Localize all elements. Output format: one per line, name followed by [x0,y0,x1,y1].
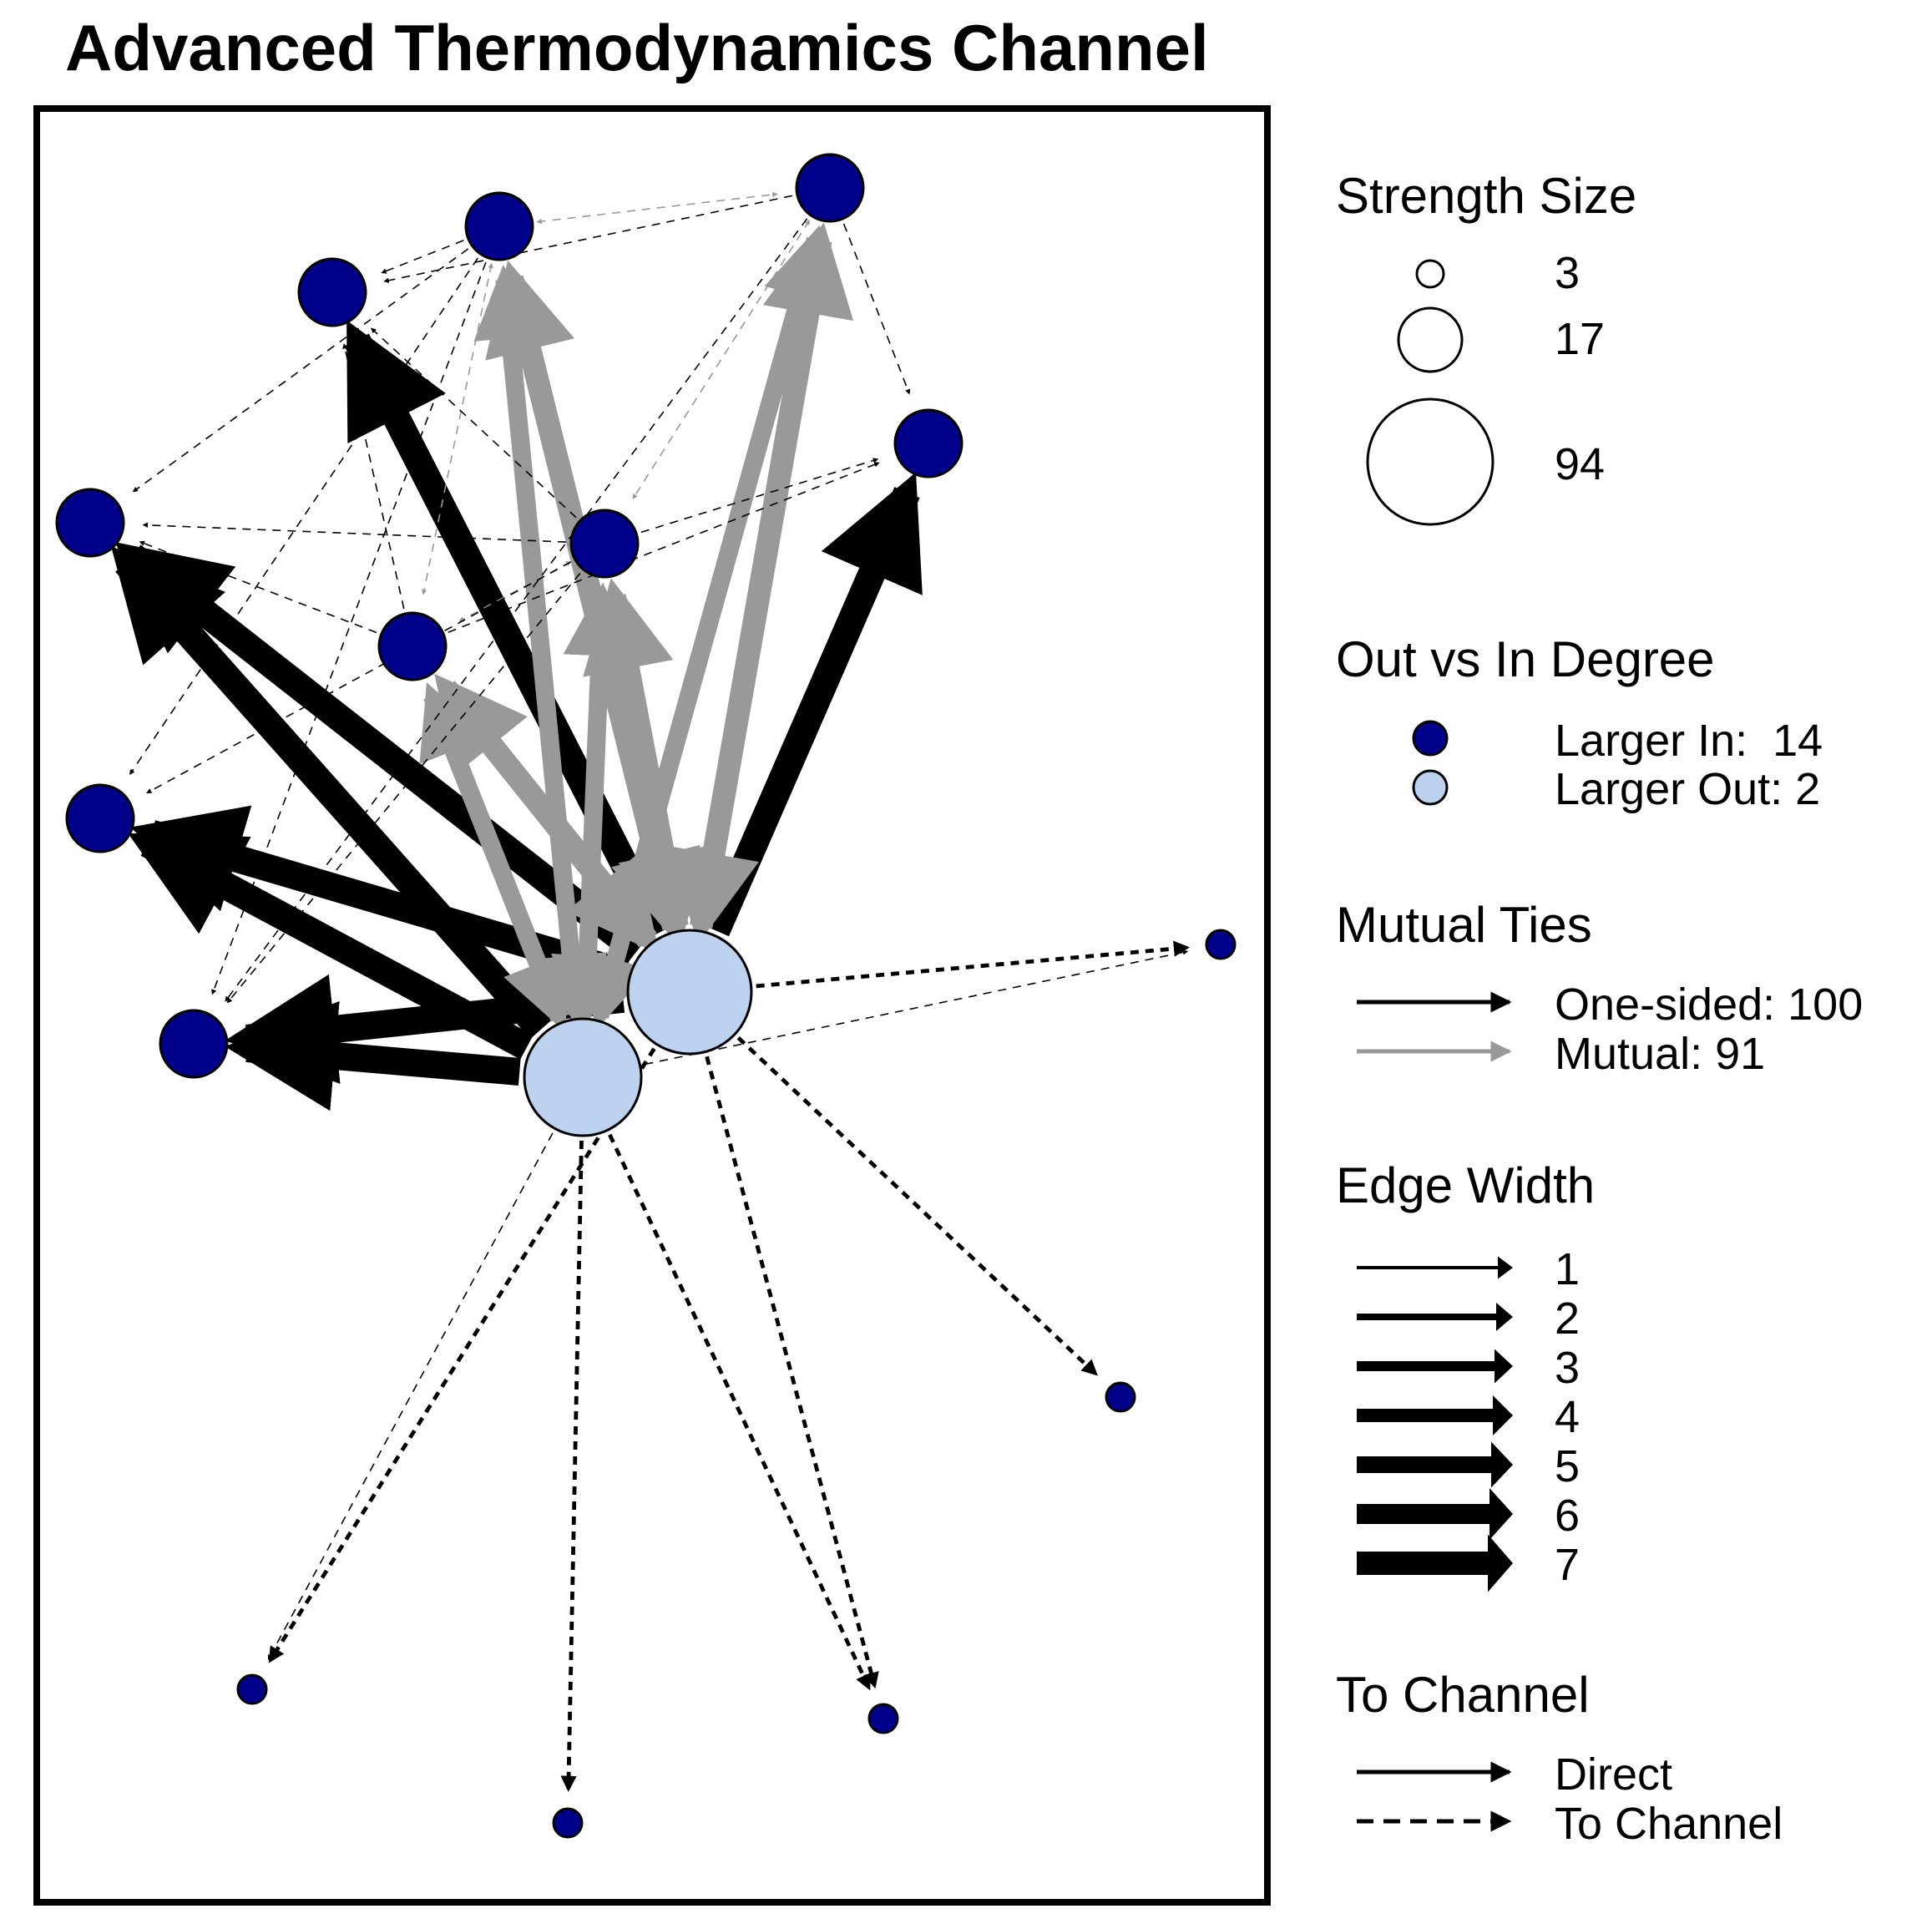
node-A[interactable] [626,929,753,1056]
edge-C-G [536,191,778,225]
node-J[interactable] [65,783,135,853]
edge-A-N [268,1047,656,1663]
edge-E-I [142,522,567,543]
legend-one-sided-label: One-sided: 100 [1555,980,1863,1030]
edge-A-L [756,940,1191,989]
node-M[interactable] [1105,1381,1136,1413]
edge-F-D [342,343,405,610]
legend-size-label-large: 94 [1555,439,1605,489]
node-N[interactable] [236,1673,268,1705]
legend: Strength Size 3 17 94 Out vs In Degree L… [1336,168,1863,1849]
legend-channel-heading: To Channel [1336,1667,1590,1723]
node-O[interactable] [867,1703,899,1734]
node-I[interactable] [55,488,125,558]
legend-edge-width-arrowhead-3 [1495,1349,1513,1384]
legend-edge-width-heading: Edge Width [1336,1157,1595,1213]
node-L[interactable] [1205,929,1237,960]
node-G[interactable] [795,153,865,223]
legend-to-channel-label: To Channel [1555,1799,1783,1849]
legend-mutual-heading: Mutual Ties [1336,897,1592,953]
legend-degree-swatch-out [1412,769,1449,806]
edge-B-N [267,1132,554,1661]
legend-edge-width-arrowhead-5 [1491,1441,1513,1488]
legend-edge-width-label-3: 3 [1555,1343,1580,1393]
edge-E-H [640,458,879,534]
edge-A-M [736,1036,1098,1376]
legend-edge-width-arrowhead-6 [1489,1488,1513,1540]
legend-size-label-small: 3 [1555,248,1580,298]
legend-mutual-label: Mutual: 91 [1555,1029,1765,1079]
legend-edge-width-label-5: 5 [1555,1441,1580,1491]
edge-B-F [419,682,573,1032]
legend-edge-width-label-6: 6 [1555,1491,1580,1541]
edge-E-K [226,572,581,1004]
legend-edge-width-arrowhead-7 [1488,1534,1513,1592]
edge-A-O [705,1056,879,1689]
legend-edge-width-label-7: 7 [1555,1540,1580,1590]
node-F[interactable] [377,611,448,681]
network-edges [110,191,1191,1792]
edge-E-J [146,561,571,794]
edge-G-K [225,218,808,1002]
legend-strength-heading: Strength Size [1336,168,1636,224]
legend-edge-width-arrowhead-2 [1496,1303,1513,1331]
legend-edge-width-label-2: 2 [1555,1294,1580,1344]
legend-edge-width-label-1: 1 [1555,1244,1580,1294]
edge-C-J [129,257,478,775]
legend-degree-heading: Out vs In Degree [1336,631,1715,687]
legend-degree-label-in: Larger In: 14 [1555,716,1823,766]
plot-frame [33,105,1271,1906]
edge-G-E [632,219,811,499]
node-D[interactable] [297,257,367,327]
node-K[interactable] [159,1009,229,1079]
legend-size-circle-small [1415,259,1445,289]
legend-size-circle-large [1366,397,1495,526]
legend-size-label-medium: 17 [1555,314,1605,364]
edge-B-O [608,1133,871,1691]
legend-degree-swatch-in [1412,720,1449,757]
node-H[interactable] [893,408,963,478]
edge-B-K [225,1000,521,1111]
node-E[interactable] [569,509,640,579]
legend-edge-width-arrowhead-4 [1493,1395,1513,1435]
node-B[interactable] [523,1017,643,1137]
edge-G-H [842,223,911,395]
edge-F-I [139,540,377,634]
edge-C-K [211,261,487,995]
edge-C-F [421,262,493,595]
edge-G-D [383,195,793,283]
edge-B-L [645,949,1189,1066]
edge-F-H [448,462,880,633]
legend-edge-width-arrowhead-1 [1498,1256,1513,1279]
network-nodes [55,153,1237,1839]
chart-title: Advanced Thermodynamics Channel [65,11,1209,84]
node-P[interactable] [552,1807,584,1839]
edge-E-D [371,327,577,519]
legend-edge-width-label-4: 4 [1555,1392,1580,1442]
legend-degree-label-out: Larger Out: 2 [1555,764,1820,814]
edge-B-P [560,1140,584,1792]
node-C[interactable] [464,191,534,261]
legend-direct-label: Direct [1555,1749,1672,1800]
legend-size-circle-medium [1397,306,1464,373]
